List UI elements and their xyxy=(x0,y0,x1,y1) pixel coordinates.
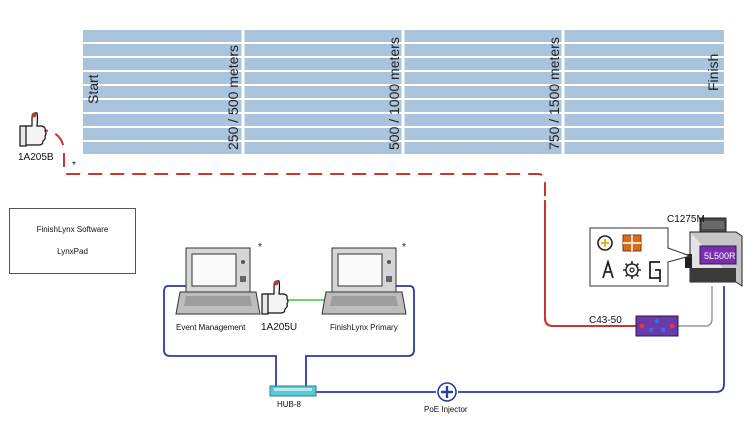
split-label-2: 500 / 1000 meters xyxy=(386,37,402,150)
camera-sync-cable xyxy=(678,286,713,327)
finish-label: Finish xyxy=(705,54,721,91)
laptop-right-asterisk: * xyxy=(402,242,406,253)
laptop-left-label: Event Management xyxy=(176,323,246,332)
starter-remote-label: 1A205B xyxy=(18,152,54,163)
start-label: Start xyxy=(85,74,101,104)
laptop-finishlynx-primary-icon xyxy=(321,247,407,315)
track-dividers xyxy=(241,30,565,156)
starter-remote-icon xyxy=(19,112,47,147)
connector-box-icon xyxy=(635,315,679,337)
network-cable-right xyxy=(305,285,415,386)
sync-icon xyxy=(597,235,613,251)
camera-screen-label: 5L500R xyxy=(704,251,736,261)
camera-icon xyxy=(685,217,743,287)
starter-cable-solid xyxy=(544,200,636,327)
hub-label: HUB-8 xyxy=(277,400,302,409)
gear-icon xyxy=(623,261,641,279)
software-info-box: FinishLynx Software LynxPad xyxy=(9,208,136,274)
poe-injector-icon xyxy=(437,382,457,402)
split-label-1: 250 / 500 meters xyxy=(225,45,241,150)
event-remote-label: 1A205U xyxy=(261,322,298,333)
camera-model-label: C1275M xyxy=(667,214,705,225)
starter-asterisk: * xyxy=(72,160,76,171)
software-line-2: LynxPad xyxy=(57,247,88,256)
laptop-left-asterisk: * xyxy=(258,242,262,253)
laptop-event-management-icon xyxy=(175,247,261,315)
tripod-icon xyxy=(602,258,614,279)
laptop-right-label: FinishLynx Primary xyxy=(330,323,398,332)
network-cable-camera xyxy=(458,286,725,393)
clamp-icon xyxy=(649,261,661,282)
software-line-1: FinishLynx Software xyxy=(36,225,109,234)
hub-icon xyxy=(269,385,317,397)
camera-settings-panel xyxy=(589,227,692,287)
connector-label: C43-50 xyxy=(589,315,622,326)
network-cable-left xyxy=(163,285,277,386)
split-label-3: 750 / 1500 meters xyxy=(546,37,562,150)
event-remote-icon xyxy=(261,280,289,315)
poe-label: PoE Injector xyxy=(424,405,468,414)
